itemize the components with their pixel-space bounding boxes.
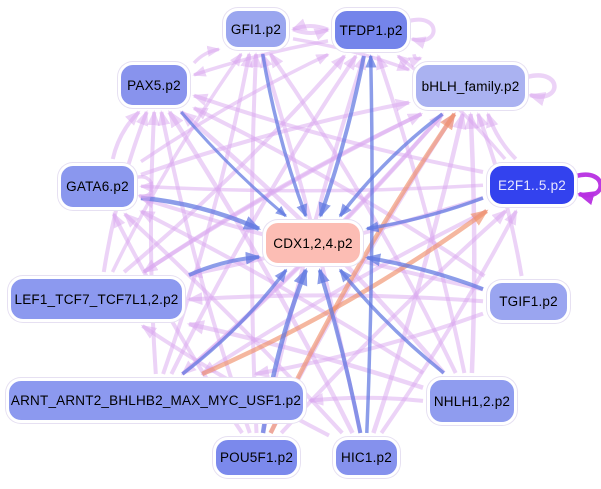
edge-nhlh-gata6 xyxy=(139,209,425,375)
node-label-pou5f1: POU5F1.p2 xyxy=(219,450,294,465)
edge-lef1-cdx xyxy=(188,251,261,277)
edge-nhlh-bhlh xyxy=(464,111,479,374)
self-loop-gata6 xyxy=(135,175,154,205)
edge-hic1-pax5 xyxy=(167,110,355,435)
edge-pou5f1-e2f1 xyxy=(279,209,508,435)
edge-pax5-cdx xyxy=(180,111,287,218)
node-label-tgif1: TGIF1.p2 xyxy=(499,294,558,309)
node-hic1[interactable]: HIC1.p2 xyxy=(333,437,400,478)
self-loop-tfdp1 xyxy=(408,17,436,49)
edge-group xyxy=(101,17,601,438)
edge-gata6-cdx xyxy=(140,195,262,231)
edge-nhlh-cdx xyxy=(338,268,445,375)
edge-tgif1-lef1 xyxy=(187,292,484,306)
node-label-tfdp1: TFDP1.p2 xyxy=(339,22,403,38)
node-pou5f1[interactable]: POU5F1.p2 xyxy=(213,437,300,478)
edge-nhlh-tfdp1 xyxy=(376,54,467,374)
edge-nhlh-lef1 xyxy=(186,320,424,390)
edge-gata6-pax5 xyxy=(110,110,141,160)
edge-arnt-cdx xyxy=(181,268,288,376)
node-cdx[interactable]: CDX1,2,4.p2 xyxy=(263,220,363,266)
node-lef1[interactable]: LEF1_TCF7_TCF7L1,2.p2 xyxy=(8,276,185,322)
node-e2f1[interactable]: E2F1..5.p2 xyxy=(487,163,577,207)
edge-hic1-cdx xyxy=(317,268,363,434)
edge-hic1-tfdp1 xyxy=(365,54,377,434)
self-loop-e2f1 xyxy=(575,172,601,206)
edge-tgif1-cdx xyxy=(365,253,484,291)
edge-tfdp1-cdx xyxy=(318,55,366,218)
edge-gfi1-cdx xyxy=(260,53,308,218)
edge-arnt-e2f1 xyxy=(201,209,489,377)
edge-tfdp1-gfi1 xyxy=(291,18,329,32)
node-bhlh[interactable]: bHLH_family.p2 xyxy=(413,62,528,110)
node-arnt[interactable]: ARNT_ARNT2_BHLHB2_MAX_MYC_USF1.p2 xyxy=(6,378,306,423)
node-tfdp1[interactable]: TFDP1.p2 xyxy=(332,8,410,52)
edge-gata6-tfdp1 xyxy=(140,53,330,164)
edge-e2f1-gata6 xyxy=(139,181,484,193)
node-label-arnt: ARNT_ARNT2_BHLHB2_MAX_MYC_USF1.p2 xyxy=(10,393,302,408)
node-label-e2f1: E2F1..5.p2 xyxy=(497,177,567,193)
edge-tfdp1-bhlh xyxy=(407,53,423,68)
node-label-nhlh: NHLH1,2.p2 xyxy=(433,393,511,409)
edge-e2f1-bhlh xyxy=(486,112,518,161)
node-pax5[interactable]: PAX5.p2 xyxy=(118,62,190,108)
node-tgif1[interactable]: TGIF1.p2 xyxy=(487,280,570,323)
edge-tgif1-pax5 xyxy=(192,106,486,278)
edge-arnt-pax5 xyxy=(147,110,160,375)
edge-lef1-tfdp1 xyxy=(122,54,347,274)
node-gata6[interactable]: GATA6.p2 xyxy=(58,163,137,210)
node-label-pax5: PAX5.p2 xyxy=(127,77,181,93)
edge-bhlh-lef1 xyxy=(142,112,423,274)
node-label-bhlh: bHLH_family.p2 xyxy=(421,78,520,94)
edge-pax5-gfi1 xyxy=(192,45,221,65)
node-label-hic1: HIC1.p2 xyxy=(341,450,392,465)
edge-hic1-e2f1 xyxy=(379,209,518,435)
node-label-gfi1: GFI1.p2 xyxy=(230,21,282,37)
node-label-gata6: GATA6.p2 xyxy=(66,179,129,194)
node-gfi1[interactable]: GFI1.p2 xyxy=(223,8,289,50)
edge-gfi1-tfdp1 xyxy=(292,27,330,41)
node-nhlh[interactable]: NHLH1,2.p2 xyxy=(427,377,517,425)
edge-e2f1-arnt xyxy=(200,209,488,376)
self-loop-bhlh xyxy=(526,73,557,107)
edge-bhlh-cdx xyxy=(338,112,444,218)
edge-e2f1-cdx xyxy=(365,196,484,233)
node-label-lef1: LEF1_TCF7_TCF7L1,2.p2 xyxy=(14,291,179,307)
node-label-cdx: CDX1,2,4.p2 xyxy=(273,235,353,251)
